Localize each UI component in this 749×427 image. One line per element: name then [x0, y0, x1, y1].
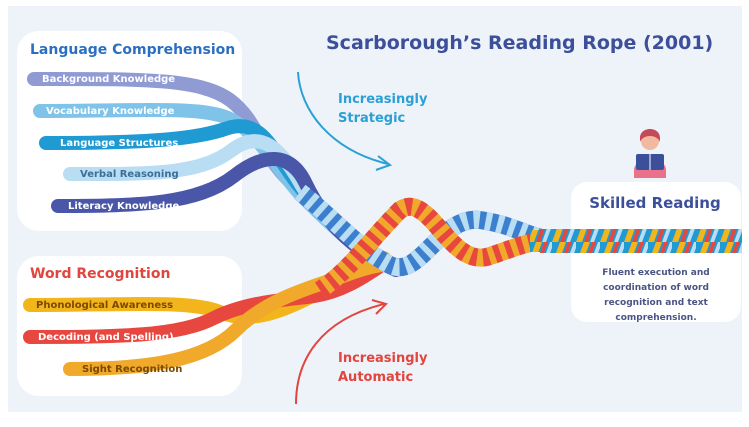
- strand-label-verbal-reasoning: Verbal Reasoning: [80, 169, 179, 180]
- increasingly-strategic-label: Increasingly Strategic: [338, 90, 427, 128]
- word-recognition-heading: Word Recognition: [30, 266, 171, 282]
- automatic-line-1: Increasingly: [338, 351, 428, 366]
- reading-child-icon: [634, 129, 666, 178]
- strategic-line-2: Strategic: [338, 111, 406, 126]
- strategic-line-1: Increasingly: [338, 92, 428, 107]
- automatic-arrowhead: [371, 299, 388, 315]
- skilled-reading-description: Fluent execution and coordination of wor…: [602, 268, 710, 323]
- rope-end: [540, 229, 742, 253]
- strand-label-vocabulary-knowledge: Vocabulary Knowledge: [46, 106, 175, 117]
- strategic-arrow: [297, 71, 389, 165]
- strand-label-literacy-knowledge: Literacy Knowledge: [68, 201, 180, 212]
- skilled-reading-heading: Skilled Reading: [589, 194, 721, 212]
- page-title: Scarborough’s Reading Rope (2001): [326, 32, 714, 54]
- automatic-line-2: Automatic: [338, 370, 414, 385]
- strand-label-language-structures: Language Structures: [60, 138, 179, 149]
- strand-label-background-knowledge: Background Knowledge: [42, 74, 176, 85]
- decoding-strand: [23, 255, 393, 344]
- increasingly-automatic-label: Increasingly Automatic: [338, 349, 427, 387]
- strand-label-phonological-awareness: Phonological Awareness: [36, 300, 174, 311]
- language-comprehension-heading: Language Comprehension: [30, 42, 236, 58]
- strand-label-decoding: Decoding (and Spelling): [38, 332, 174, 343]
- automatic-arrow: [295, 303, 385, 405]
- strand-label-sight-recognition: Sight Recognition: [82, 364, 183, 375]
- strategic-arrowhead: [375, 155, 393, 171]
